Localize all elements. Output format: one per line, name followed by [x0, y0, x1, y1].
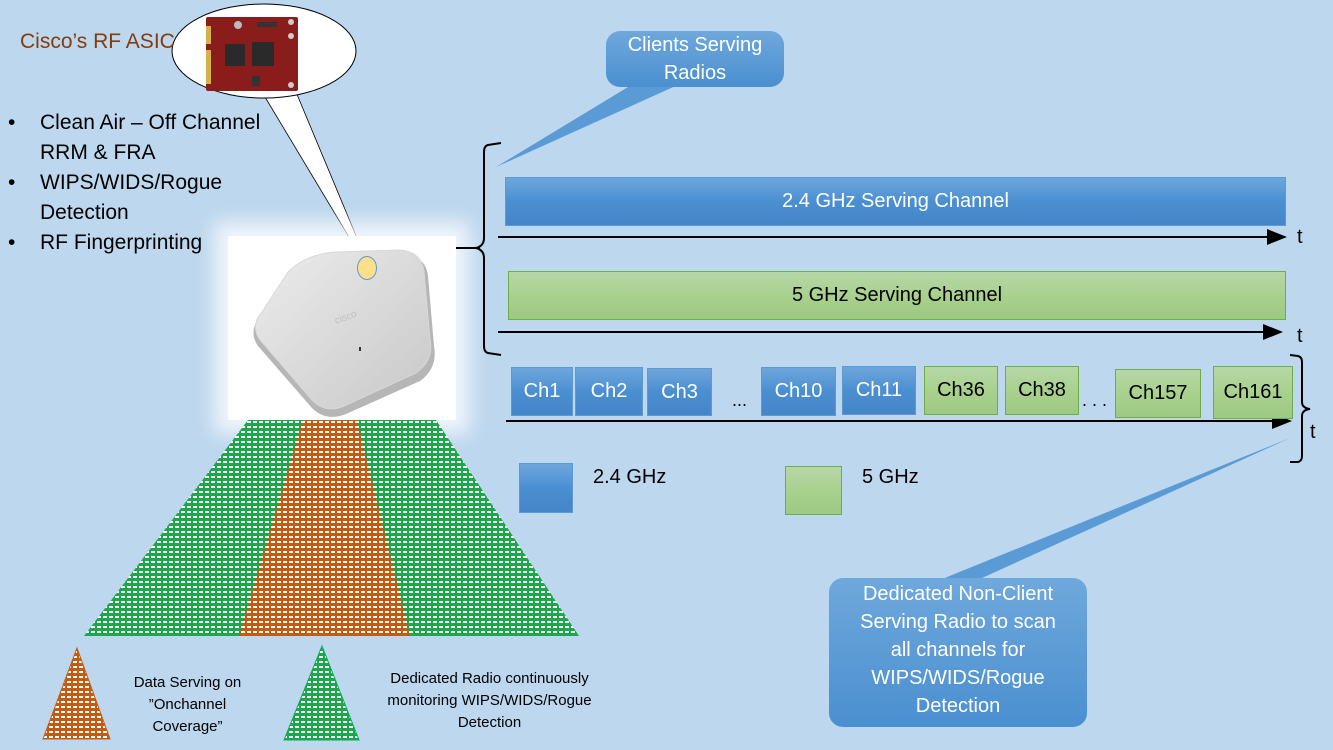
asic-feature-item: • WIPS/WIDS/Rogue Detection — [8, 168, 260, 228]
callout-text: Clients Serving — [627, 34, 763, 56]
bullet-icon: • — [8, 111, 16, 134]
asic-title: Cisco’s RF ASIC — [20, 30, 175, 53]
bullet-icon: • — [8, 171, 16, 194]
time-label: t — [1297, 325, 1303, 347]
channel-box-ch2: Ch2 — [575, 367, 643, 416]
channel-label: Ch38 — [1018, 379, 1066, 401]
legend-label-24: 2.4 GHz — [593, 466, 667, 488]
time-label: t — [1297, 226, 1303, 248]
asic-feature-item: • RF Fingerprinting — [8, 228, 260, 258]
channel-label: Ch11 — [855, 379, 903, 401]
feature-text: Clean Air – Off Channel — [40, 111, 261, 134]
feature-text: RF Fingerprinting — [40, 231, 203, 254]
channel-ellipsis: . . . — [1082, 390, 1108, 410]
callout-text: Dedicated Non-Client — [862, 583, 1054, 605]
feature-text: WIPS/WIDS/Rogue — [40, 171, 223, 194]
access-point-image: cisco — [228, 236, 456, 420]
asic-feature-list: • Clean Air – Off Channel RRM & FRA • WI… — [8, 108, 260, 258]
legend-line: Detection — [457, 714, 522, 731]
bar-label: 5 GHz Serving Channel — [791, 284, 1003, 306]
legend-line: Coverage” — [152, 718, 223, 735]
callout-text: WIPS/WIDS/Rogue — [871, 667, 1045, 689]
callout-text: all channels for — [890, 639, 1026, 661]
channel-label: Ch161 — [1223, 381, 1283, 403]
legend-green-triangle — [283, 644, 360, 741]
legend-line: monitoring WIPS/WIDS/Rogue — [387, 692, 592, 709]
channel-box-ch3: Ch3 — [647, 368, 712, 416]
channel-label: Ch1 — [523, 380, 561, 402]
legend-line: ”Onchannel — [148, 696, 227, 713]
clients-serving-callout: Clients Serving Radios — [606, 31, 784, 87]
channel-box-ch36: Ch36 — [924, 366, 998, 415]
data-serving-coverage-area — [239, 420, 410, 636]
bar-label: 2.4 GHz Serving Channel — [782, 190, 1009, 212]
coverage-legend-orange-text: Data Serving on ”Onchannel Coverage” — [105, 672, 270, 738]
channel-label: Ch3 — [661, 380, 698, 403]
channel-box-ch10: Ch10 — [761, 367, 836, 416]
dedicated-callout-tail — [920, 438, 1290, 588]
channel-label: Ch10 — [774, 380, 823, 402]
callout-text: Radios — [663, 62, 727, 84]
legend-label-5: 5 GHz — [862, 466, 919, 488]
legend-swatch-24 — [519, 463, 573, 513]
asic-board-image — [206, 17, 298, 91]
legend-line: Data Serving on — [133, 674, 242, 691]
legend-orange-triangle — [42, 646, 111, 740]
feature-text: RRM & FRA — [40, 141, 156, 164]
legend-line: Dedicated Radio continuously — [390, 670, 589, 687]
callout-text: Serving Radio to scan — [860, 611, 1056, 633]
band-5-serving-channel-bar: 5 GHz Serving Channel — [508, 271, 1286, 320]
channel-label: Ch2 — [590, 380, 628, 402]
channel-ellipsis: ... — [732, 390, 748, 410]
clients-callout-tail — [496, 84, 680, 167]
coverage-legend-green-text: Dedicated Radio continuously monitoring … — [362, 668, 617, 734]
asic-feature-item: • Clean Air – Off Channel RRM & FRA — [8, 108, 260, 168]
channel-box-ch11: Ch11 — [842, 366, 916, 415]
channel-box-ch38: Ch38 — [1005, 366, 1079, 415]
band-24-serving-channel-bar: 2.4 GHz Serving Channel — [505, 177, 1286, 226]
legend-swatch-5 — [785, 466, 842, 515]
channel-box-ch161: Ch161 — [1213, 366, 1293, 419]
channel-label: Ch36 — [937, 379, 985, 401]
bullet-icon: • — [8, 231, 16, 254]
callout-text: Detection — [915, 695, 1001, 717]
feature-text: Detection — [40, 201, 129, 224]
channel-label: Ch157 — [1128, 382, 1188, 404]
channel-box-ch157: Ch157 — [1115, 369, 1201, 418]
clients-brace — [475, 142, 502, 356]
time-label: t — [1310, 421, 1316, 443]
dedicated-radio-callout: Dedicated Non-Client Serving Radio to sc… — [829, 578, 1087, 727]
channel-box-ch1: Ch1 — [511, 367, 573, 416]
scan-brace — [1289, 354, 1311, 463]
asic-location-dot — [357, 256, 377, 280]
